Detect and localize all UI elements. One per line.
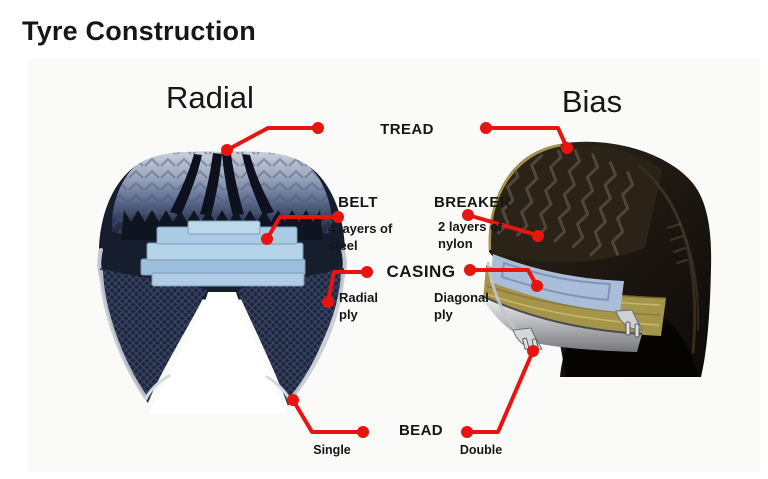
breaker-label: BREAKER (434, 194, 511, 211)
bias-tire-illustration (481, 139, 712, 377)
callout-lines (221, 122, 573, 438)
breaker-callout (462, 209, 544, 242)
bias-sidewall-highlights (639, 165, 700, 354)
bias-top-rim-edge (488, 143, 562, 251)
bead-right-note: Double (459, 443, 503, 457)
breaker-note: 2 layers of nylon (438, 219, 503, 251)
belt-note: 4 layers of steel (328, 221, 393, 253)
casing-left-note: Radial ply (339, 290, 379, 322)
casing-label: CASING (386, 262, 456, 281)
radial-belt-layers (140, 220, 306, 287)
bias-far-bead (615, 309, 643, 338)
radial-heading: Radial (166, 80, 254, 115)
bead-label: BEAD (398, 422, 444, 439)
radial-tire-illustration (97, 151, 347, 414)
page-title: Tyre Construction (22, 16, 256, 46)
tread-callout-left (221, 122, 324, 156)
radial-ply-legs (100, 268, 344, 406)
bias-heading: Bias (561, 84, 623, 119)
tread-label: TREAD (380, 121, 434, 138)
bead-callout-right (461, 345, 539, 438)
bead-left-note: Single (313, 443, 351, 457)
casing-right-note: Diagonal ply (434, 290, 489, 322)
bead-callout-left (287, 394, 369, 438)
tread-callout-right (480, 122, 573, 154)
casing-callout-left (322, 266, 373, 308)
bias-sidewall-markings (667, 223, 688, 264)
radial-leg-gap (150, 292, 286, 414)
radial-tread-grooves (170, 153, 274, 216)
casing-callout-right (464, 264, 543, 292)
belt-label: BELT (338, 194, 378, 211)
belt-callout (261, 211, 344, 245)
